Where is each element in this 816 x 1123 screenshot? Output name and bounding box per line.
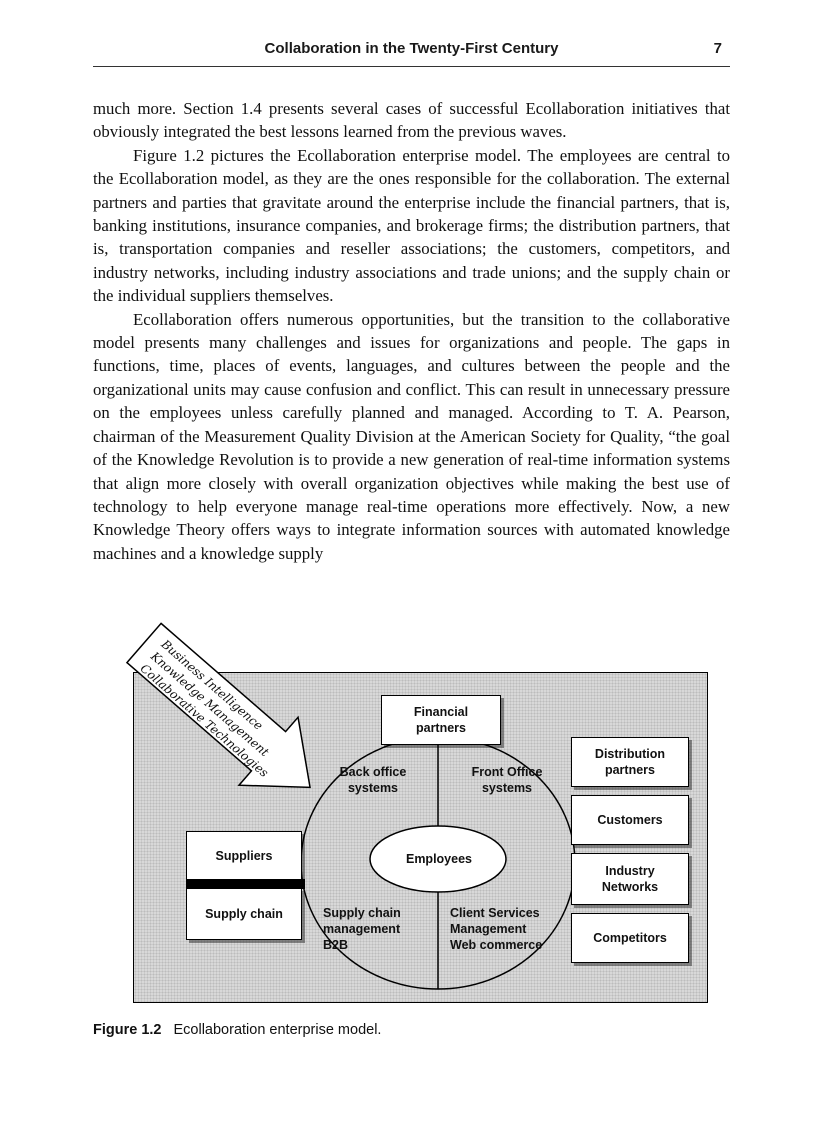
label-supply-chain-management: Supply chain management B2B — [323, 906, 401, 952]
paragraph-continuation: much more. Section 1.4 presents several … — [93, 99, 730, 142]
arrow-shape-icon — [125, 622, 311, 789]
suppliers-stack-divider — [186, 879, 305, 889]
employees-ellipse — [369, 825, 507, 893]
arrow-banner: Business Intelligence Knowledge Manageme… — [125, 622, 311, 789]
body-text: much more. Section 1.4 presents several … — [93, 97, 730, 565]
paragraph-model-description: Figure 1.2 pictures the Ecollaboration e… — [93, 145, 730, 306]
paragraph-opportunities: Ecollaboration offers numerous opportuni… — [93, 309, 730, 563]
label-front-office-systems: Front Office systems — [471, 765, 543, 795]
header-rule — [93, 66, 730, 67]
figure-caption-label: Figure 1.2 — [93, 1022, 162, 1038]
node-customers: Customers — [571, 795, 689, 845]
figure-caption: Figure 1.2 Ecollaboration enterprise mode… — [93, 1022, 730, 1038]
page-header: Collaboration in the Twenty-First Centur… — [93, 40, 730, 60]
header-title: Collaboration in the Twenty-First Centur… — [264, 40, 559, 57]
label-client-services: Client Services Management Web commerce — [450, 906, 543, 952]
node-industry-networks: Industry Networks — [571, 853, 689, 905]
node-financial-partners: Financial partners — [381, 695, 501, 745]
label-back-office-systems: Back office systems — [339, 765, 407, 795]
page-number: 7 — [713, 40, 722, 57]
node-suppliers: Suppliers — [186, 831, 302, 881]
node-competitors: Competitors — [571, 913, 689, 963]
node-supply-chain: Supply chain — [186, 888, 302, 940]
figure-1-2-diagram: Business Intelligence Knowledge Manageme… — [125, 622, 708, 1003]
node-distribution-partners: Distribution partners — [571, 737, 689, 787]
figure-caption-text: Ecollaboration enterprise model. — [173, 1022, 382, 1038]
label-employees: Employees — [405, 852, 472, 866]
